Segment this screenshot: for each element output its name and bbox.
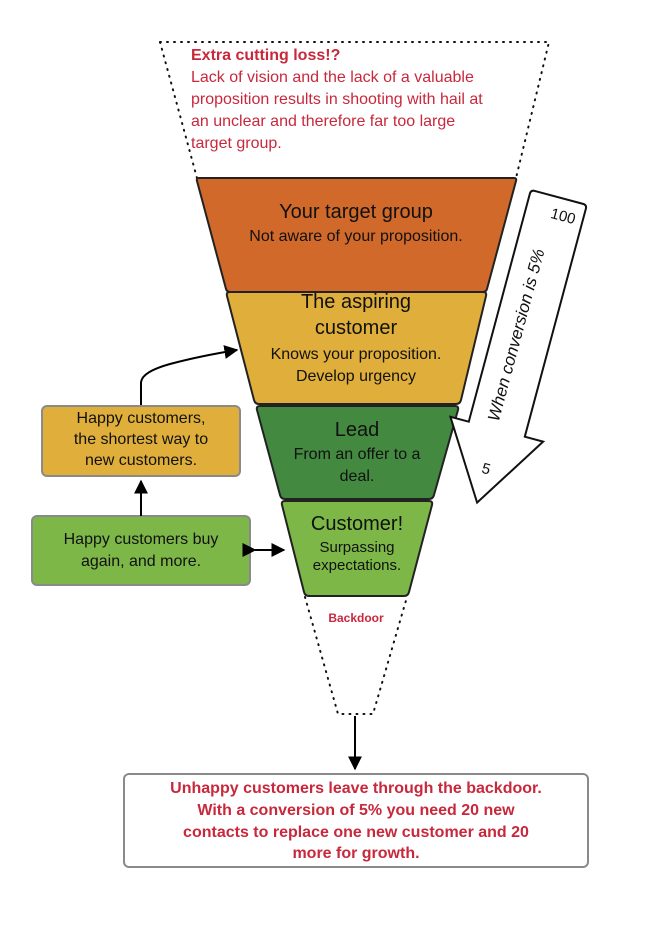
bottom-note-line: more for growth. [292,845,419,862]
stage-title: Your target group [279,201,433,223]
backdoor-label: Backdoor [328,611,384,625]
stage-description: Surpassing [319,539,394,556]
top-note-title: Extra cutting loss!? [191,47,340,64]
top-note: Extra cutting loss!? Lack of vision and … [191,47,483,152]
happy-customers-buy-again-box: Happy customers buy again, and more. [31,515,251,586]
conversion-start-value: 100 [549,205,578,228]
stage-title: customer [315,317,398,339]
bottom-note-line: With a conversion of 5% you need 20 new [197,802,515,819]
funnel-stage-target-group: Your target group Not aware of your prop… [195,177,518,293]
top-note-line: Lack of vision and the lack of a valuabl… [191,69,474,86]
top-note-line: proposition results in shooting with hai… [191,91,483,108]
stage-title: The aspiring [301,291,411,313]
stage-description: expectations. [313,557,401,574]
top-note-line: an unclear and therefore far too large [191,113,455,130]
funnel-stage-customer: Customer! Surpassing expectations. [280,500,434,597]
box-line: new customers. [85,452,197,469]
happy-customers-shortest-way-box: Happy customers, the shortest way to new… [41,405,241,477]
stage-description: Knows your proposition. [271,346,442,363]
box-line: Happy customers buy [64,531,219,548]
stage-title: Customer! [311,513,403,535]
funnel-stage-lead: Lead From an offer to a deal. [255,405,460,500]
stage-description: Develop urgency [296,368,416,385]
stage-description: From an offer to a [294,446,421,463]
bottom-note-line: Unhappy customers leave through the back… [170,780,542,797]
box-line: again, and more. [81,553,201,570]
stage-description: Not aware of your proposition. [249,228,462,245]
dotted-funnel-top-left [159,41,198,179]
dotted-funnel-top [159,41,551,179]
funnel-stage-aspiring-customer: The aspiring customer Knows your proposi… [225,291,488,405]
box-line: the shortest way to [74,431,208,448]
stage-title: Lead [335,419,380,441]
box-line: Happy customers, [77,410,206,427]
dotted-funnel-bottom [304,596,408,715]
top-note-line: target group. [191,135,282,152]
stage-description: deal. [340,468,375,485]
arrow-shortest-to-aspiring [140,345,239,405]
bottom-note: Unhappy customers leave through the back… [123,773,589,868]
bottom-note-line: contacts to replace one new customer and… [183,824,529,841]
